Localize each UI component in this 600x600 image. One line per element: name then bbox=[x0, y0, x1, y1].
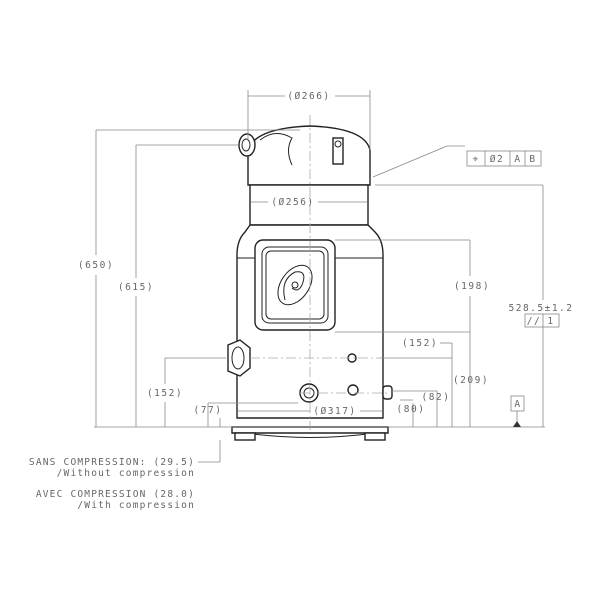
dim-80: (80) bbox=[397, 404, 426, 415]
suction-fitting-icon bbox=[238, 133, 256, 157]
compressor-outline bbox=[227, 115, 393, 441]
dim-suction-height: (615) bbox=[118, 282, 154, 293]
datum-label: A bbox=[514, 399, 521, 410]
dim-discharge-left: (152) bbox=[147, 388, 183, 399]
parallelism-value: 1 bbox=[547, 316, 554, 327]
position-icon: ⌖ bbox=[473, 154, 480, 165]
schrader-port-icon bbox=[347, 384, 359, 396]
dim-top-diameter: (Ø266) bbox=[287, 91, 330, 102]
note-without-fr: SANS COMPRESSION: (29.5) bbox=[29, 457, 195, 468]
tolerance-value: Ø2 bbox=[490, 154, 504, 165]
dim-82: (82) bbox=[422, 392, 451, 403]
dim-77: (77) bbox=[194, 405, 223, 416]
position-tolerance-frame: ⌖ Ø2 A B bbox=[466, 150, 542, 167]
dim-panel-height: (198) bbox=[454, 281, 490, 292]
note-with-en: /With compression bbox=[77, 500, 195, 511]
dim-shell-diameter: (Ø256) bbox=[271, 197, 314, 208]
parallelism-frame: // 1 bbox=[524, 313, 560, 328]
datum-a-box: A bbox=[510, 395, 525, 412]
datum-ref-a: A bbox=[514, 154, 521, 165]
side-port-icon bbox=[382, 385, 393, 400]
dim-overall-height: (650) bbox=[78, 260, 114, 271]
parallelism-icon: // bbox=[527, 316, 541, 327]
logo-icon bbox=[277, 264, 313, 306]
note-with-fr: AVEC COMPRESSION (28.0) bbox=[36, 489, 195, 500]
dim-528: 528.5±1.2 bbox=[509, 303, 574, 314]
terminal-lug-icon bbox=[332, 137, 344, 165]
dim-discharge-right: (152) bbox=[402, 338, 438, 349]
dim-209: (209) bbox=[453, 375, 489, 386]
discharge-fitting-icon bbox=[227, 339, 251, 377]
dim-base-diameter: (Ø317) bbox=[313, 406, 356, 417]
dimension-lines bbox=[94, 90, 545, 463]
datum-ref-b: B bbox=[529, 154, 536, 165]
note-without-en: /Without compression bbox=[57, 468, 195, 479]
